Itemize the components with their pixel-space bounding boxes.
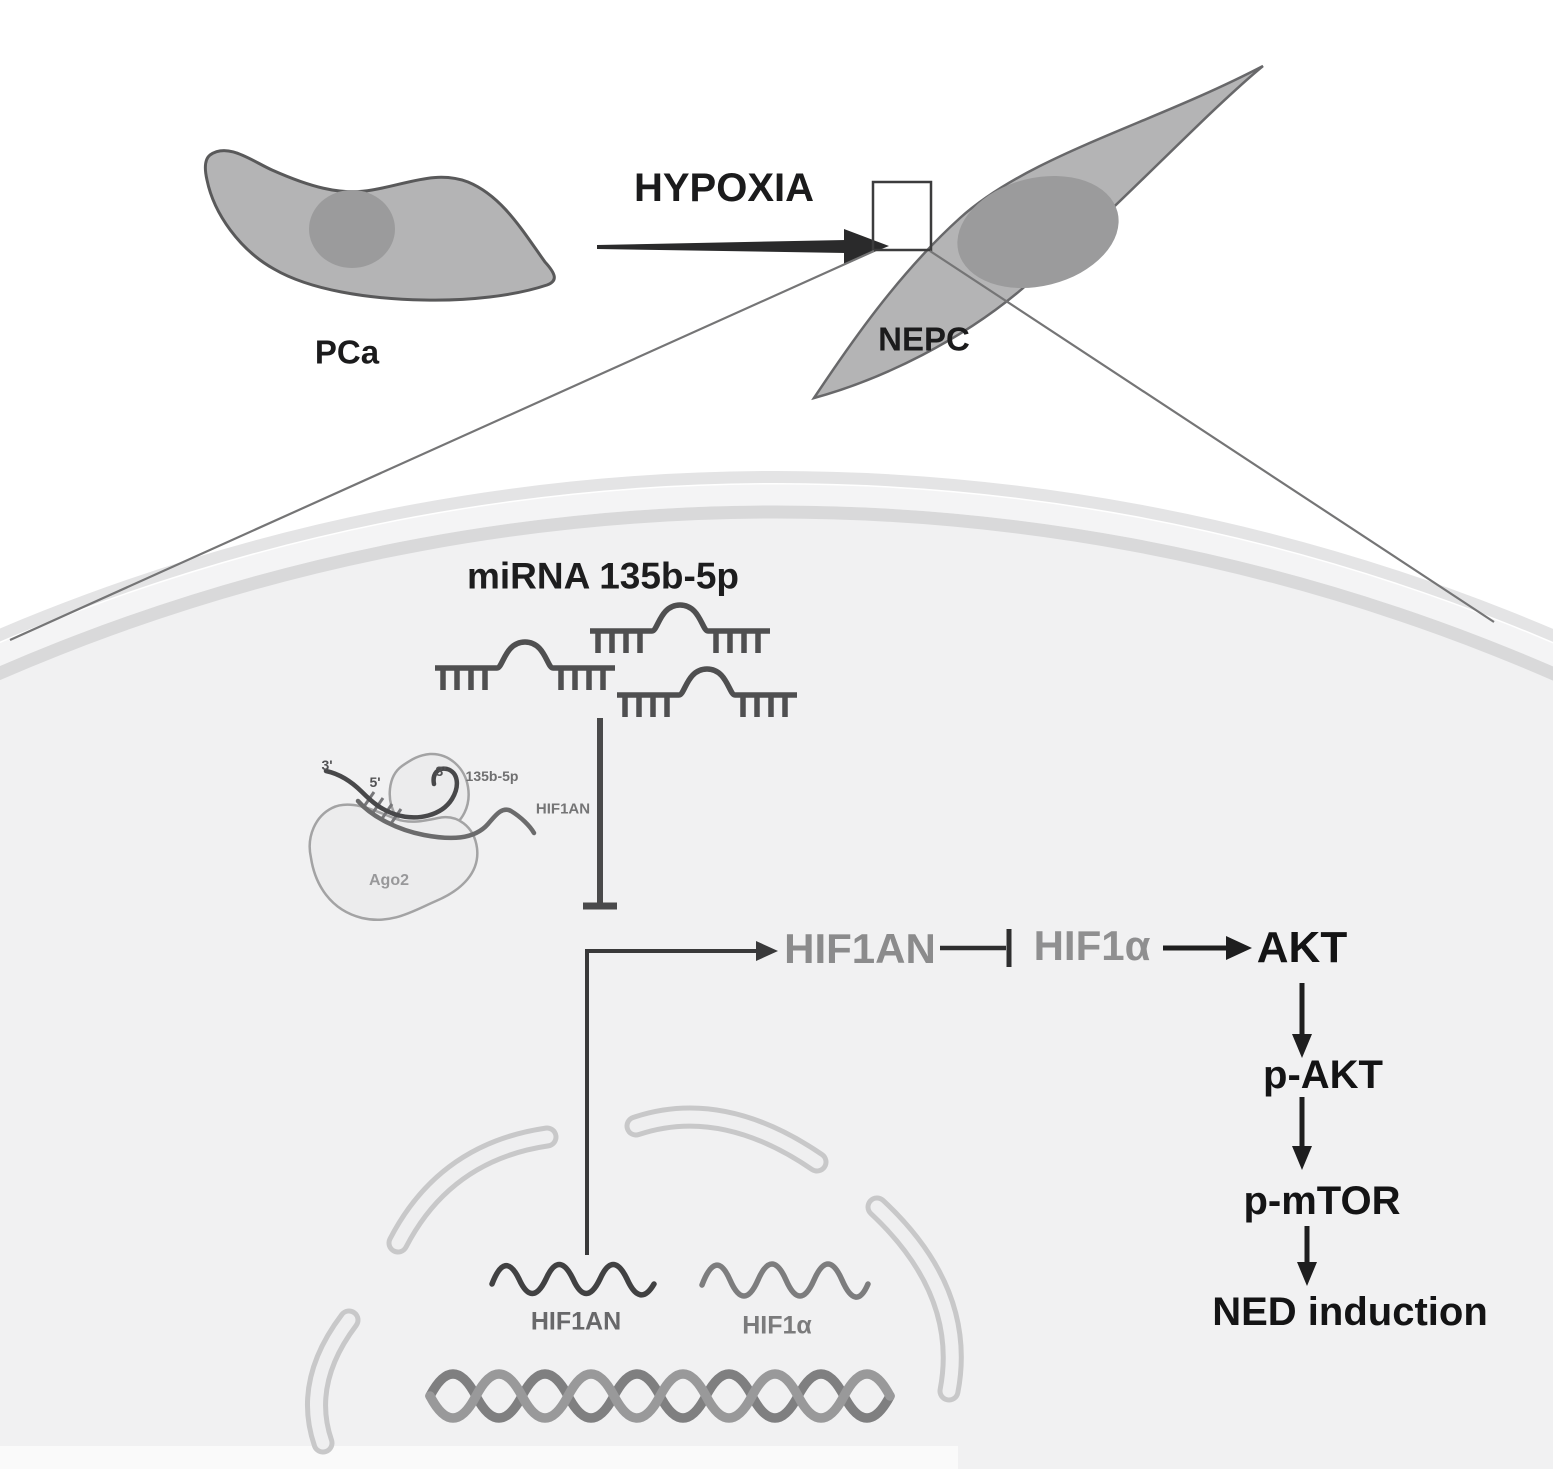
zoom-line-left xyxy=(9,249,875,642)
cascade-arrow-akt-pakt xyxy=(1292,983,1312,1058)
hif1a-gene-squiggle xyxy=(699,1261,871,1300)
cytoplasm xyxy=(0,506,1553,1469)
target-mrna-strand xyxy=(355,798,537,841)
ago2-label: Ago2 xyxy=(369,872,409,889)
hif1an-inhibits-hif1a xyxy=(940,929,1012,967)
pca-label: PCa xyxy=(314,333,380,371)
cell-membrane-outer xyxy=(0,471,1553,643)
hif1a-gene-label: HIF1α xyxy=(742,1311,812,1340)
ago2-blob xyxy=(308,803,479,922)
hif1a-to-akt-arrow xyxy=(1163,936,1252,960)
five-prime-label: 5' xyxy=(369,774,381,790)
nuclear-envelope-arc-right xyxy=(865,1195,964,1403)
hif1a-protein-label: HIF1α xyxy=(1033,922,1151,969)
akt-label: AKT xyxy=(1256,923,1348,972)
pca-nucleus xyxy=(309,190,395,268)
nuclear-envelope-arc-upper-left xyxy=(386,1125,559,1255)
p-akt-label: p-AKT xyxy=(1263,1053,1383,1097)
cascade-arrow-pakt-pmtor xyxy=(1292,1097,1312,1170)
mirna-title: miRNA 135b-5p xyxy=(466,555,740,597)
ned-induction-label: NED induction xyxy=(1212,1290,1488,1334)
canvas-bottom-edge xyxy=(0,1446,958,1469)
risc-complex xyxy=(308,752,537,922)
mirna-guide-strand xyxy=(323,766,460,820)
hypoxia-arrow xyxy=(597,229,889,264)
cell-membrane-gap xyxy=(0,485,1553,667)
complex-target-label: HIF1AN xyxy=(535,800,591,818)
mirna-inhibition-tbar xyxy=(583,718,617,910)
p-mtor-label: p-mTOR xyxy=(1243,1179,1401,1223)
complex-mirna-label: 135b-5p xyxy=(465,768,519,784)
arrowhead xyxy=(756,941,778,961)
nepc-cell xyxy=(811,64,1264,401)
nepc-label: NEPC xyxy=(878,320,970,358)
nuclear-envelope-arc-left xyxy=(305,1308,361,1455)
hif1an-protein-label: HIF1AN xyxy=(784,925,936,972)
dna-strand-2 xyxy=(425,1369,895,1423)
transcription-arrow xyxy=(585,941,778,1255)
dna-helix xyxy=(425,1369,895,1423)
hif1an-gene-label: HIF1AN xyxy=(530,1307,622,1336)
hypoxia-label: HYPOXIA xyxy=(633,166,815,210)
three-prime-right-label: 3' xyxy=(435,763,447,779)
zoom-line-right xyxy=(929,250,1495,623)
nuclear-envelope-arc-top xyxy=(624,1105,829,1174)
pca-cell xyxy=(203,149,556,302)
three-prime-left-label: 3' xyxy=(321,757,333,773)
zoom-box xyxy=(871,180,933,252)
zoomed-cell xyxy=(0,471,1553,1469)
nepc-nucleus xyxy=(957,175,1119,289)
cascade-arrow-pmtor-ned xyxy=(1297,1226,1317,1286)
hif1an-gene-squiggle xyxy=(489,1261,657,1298)
nuclear-envelope xyxy=(305,1105,964,1455)
